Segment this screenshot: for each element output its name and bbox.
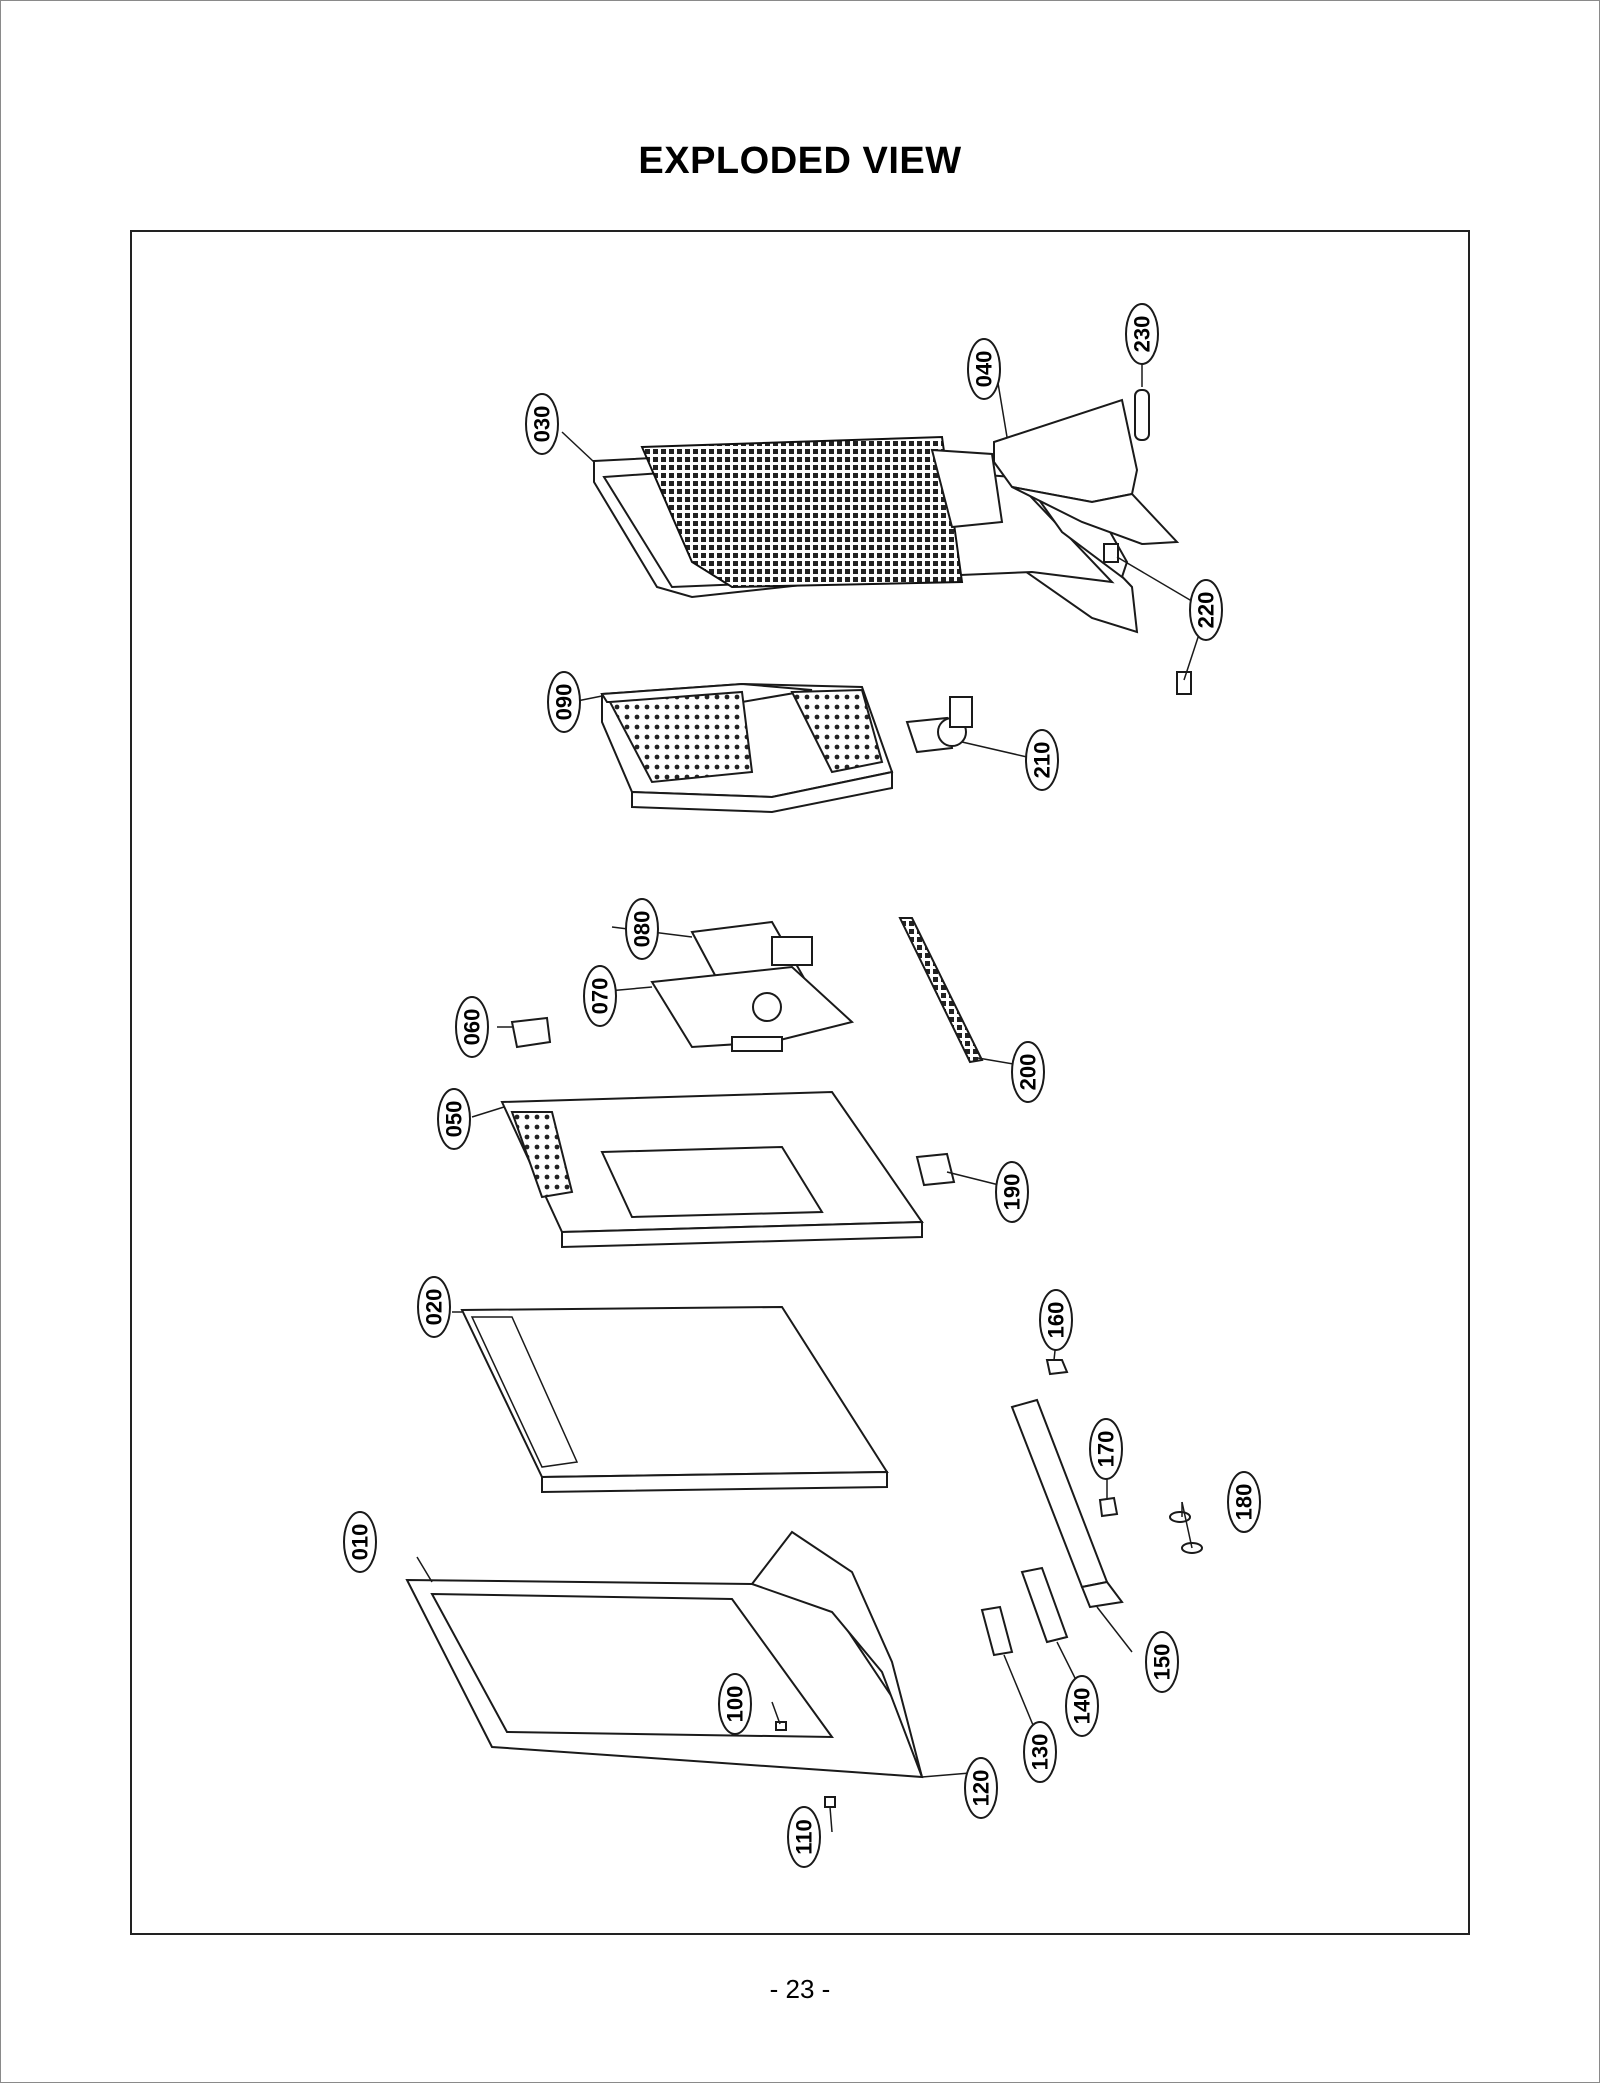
exploded-view-diagram: 230 040 030 220 090 210 080 070 xyxy=(343,303,1261,1868)
part-110-button xyxy=(824,1796,836,1808)
part-210-hinge xyxy=(905,696,973,754)
part-170-clip xyxy=(1098,1496,1119,1518)
svg-text:140: 140 xyxy=(1070,1688,1095,1725)
callout-060: 060 xyxy=(455,996,489,1058)
part-100-led xyxy=(775,1721,787,1731)
svg-text:200: 200 xyxy=(1016,1054,1041,1091)
page-title: EXPLODED VIEW xyxy=(638,140,962,182)
callout-120: 120 xyxy=(964,1757,998,1819)
callout-180: 180 xyxy=(1227,1471,1261,1533)
part-140-control-board xyxy=(1020,1566,1069,1644)
part-220-clips xyxy=(1103,543,1192,695)
callout-190: 190 xyxy=(995,1161,1029,1223)
callout-020: 020 xyxy=(417,1276,451,1338)
svg-text:120: 120 xyxy=(969,1770,994,1807)
svg-text:110: 110 xyxy=(792,1819,817,1855)
callout-050: 050 xyxy=(437,1088,471,1150)
diagram-frame: 230 040 030 220 090 210 080 070 xyxy=(130,230,1470,1935)
callout-170: 170 xyxy=(1089,1418,1123,1480)
svg-text:190: 190 xyxy=(1000,1174,1025,1211)
svg-text:090: 090 xyxy=(552,684,577,721)
callout-080: 080 xyxy=(625,898,659,960)
svg-text:040: 040 xyxy=(972,351,997,388)
part-130-key-pcb xyxy=(980,1605,1014,1657)
part-070-power-board xyxy=(650,965,855,1052)
part-200-rail xyxy=(898,917,984,1064)
callout-040: 040 xyxy=(967,338,1001,400)
svg-text:010: 010 xyxy=(348,1524,373,1561)
svg-text:030: 030 xyxy=(530,406,555,443)
part-020-lcd-panel xyxy=(460,1305,889,1494)
part-160-clip xyxy=(1045,1359,1069,1376)
part-010-front-bezel xyxy=(405,1530,924,1779)
callout-160: 160 xyxy=(1039,1289,1073,1351)
callout-010: 010 xyxy=(343,1511,377,1573)
svg-text:220: 220 xyxy=(1194,592,1219,629)
svg-text:100: 100 xyxy=(723,1686,748,1723)
svg-text:210: 210 xyxy=(1030,742,1055,779)
part-040-stand-neck xyxy=(993,398,1180,546)
callout-150: 150 xyxy=(1145,1631,1179,1693)
callout-110: 110 xyxy=(787,1806,821,1868)
svg-text:050: 050 xyxy=(442,1101,467,1138)
part-060-bracket xyxy=(510,1016,552,1049)
svg-text:170: 170 xyxy=(1094,1431,1119,1468)
svg-text:150: 150 xyxy=(1150,1644,1175,1681)
svg-text:160: 160 xyxy=(1044,1302,1069,1339)
svg-text:230: 230 xyxy=(1130,316,1155,353)
part-090-shield xyxy=(600,682,894,814)
callout-140: 140 xyxy=(1065,1675,1099,1737)
svg-text:060: 060 xyxy=(460,1009,485,1046)
callout-210: 210 xyxy=(1025,729,1059,791)
callout-030: 030 xyxy=(525,393,559,455)
callout-090: 090 xyxy=(547,671,581,733)
part-030-back-cover xyxy=(593,435,1139,634)
part-230-strip xyxy=(1134,389,1150,441)
callout-100: 100 xyxy=(718,1673,752,1735)
page-number: - 23 - xyxy=(769,1974,831,2004)
part-190-connector xyxy=(915,1152,956,1187)
svg-text:070: 070 xyxy=(588,978,613,1015)
svg-text:020: 020 xyxy=(422,1289,447,1326)
callout-070: 070 xyxy=(583,965,617,1027)
svg-text:130: 130 xyxy=(1028,1734,1053,1771)
callout-230: 230 xyxy=(1125,303,1159,365)
part-150-stand-base xyxy=(1010,1398,1124,1609)
part-050-chassis xyxy=(500,1090,924,1249)
callout-200: 200 xyxy=(1011,1041,1045,1103)
callout-220: 220 xyxy=(1189,579,1223,641)
callout-130: 130 xyxy=(1023,1721,1057,1783)
svg-text:180: 180 xyxy=(1232,1484,1257,1521)
svg-text:080: 080 xyxy=(630,911,655,948)
